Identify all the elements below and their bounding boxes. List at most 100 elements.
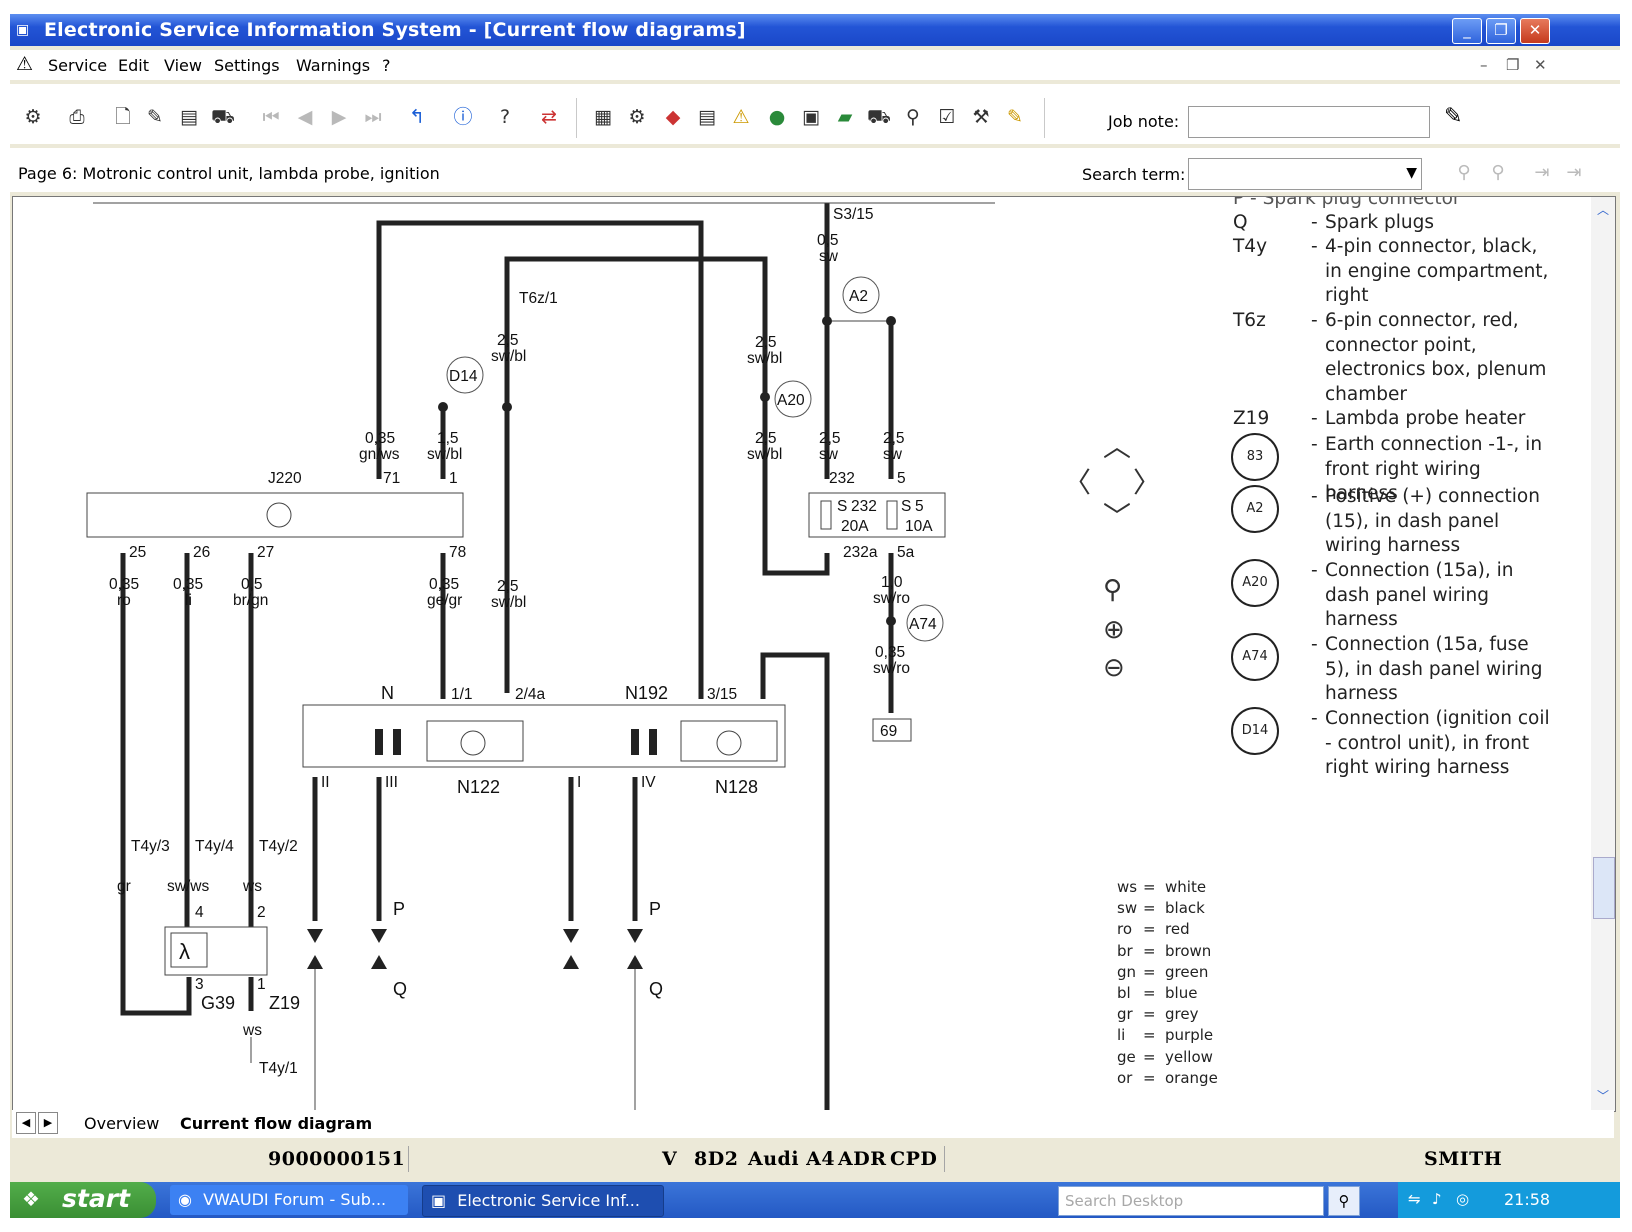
chevron-down-icon[interactable]: ▼ bbox=[1406, 165, 1417, 181]
tools-icon[interactable]: ⚒ bbox=[972, 106, 990, 128]
legend-code: Q bbox=[1233, 212, 1248, 233]
legend-desc: Earth connection -1-, in front right wir… bbox=[1325, 434, 1543, 504]
wire-t6z-loop bbox=[504, 256, 768, 693]
search-next-icon[interactable]: ⚲ bbox=[1491, 162, 1505, 183]
insert-next-icon[interactable]: ⇥ bbox=[1566, 162, 1582, 183]
legend-circle-code: A2 bbox=[1231, 485, 1279, 533]
scroll-up-icon[interactable]: ︿ bbox=[1596, 203, 1609, 217]
job-note-input[interactable] bbox=[1188, 106, 1430, 138]
legend-desc: Connection (ignition coil - control unit… bbox=[1325, 708, 1550, 778]
car-icon[interactable]: ⛟ bbox=[211, 106, 235, 128]
volume-icon[interactable]: ♪ bbox=[1432, 1190, 1442, 1208]
marker-label: A20 bbox=[777, 392, 805, 409]
help-icon[interactable]: ? bbox=[499, 106, 511, 128]
tab-next-icon[interactable]: ▶ bbox=[38, 1112, 58, 1134]
menu-edit[interactable]: Edit bbox=[118, 56, 149, 75]
mdi-restore-icon[interactable]: ❐ bbox=[1506, 56, 1520, 74]
vehicle-side-icon[interactable]: ⛟ bbox=[867, 106, 891, 128]
warning-toolbar-icon[interactable]: ⚠ bbox=[732, 106, 750, 128]
pin-label: 3/15 bbox=[707, 686, 737, 703]
status-gearbox: CPD bbox=[890, 1148, 938, 1170]
app-icon: ▣ bbox=[431, 1191, 447, 1210]
pin-label: 5a bbox=[897, 544, 915, 561]
pin-label: 1 bbox=[449, 470, 458, 487]
pan-left-icon[interactable]: 〈 bbox=[1063, 466, 1092, 499]
job-note-edit-icon[interactable]: ✎ bbox=[1444, 104, 1463, 129]
menu-view[interactable]: View bbox=[164, 56, 202, 75]
zoom-out-icon[interactable]: ⊖ bbox=[1103, 653, 1125, 683]
tab-overview[interactable]: Overview bbox=[84, 1114, 160, 1133]
manual-icon[interactable]: ◆ bbox=[665, 106, 681, 128]
menu-settings[interactable]: Settings bbox=[214, 56, 280, 75]
document-list-icon[interactable]: ▤ bbox=[180, 106, 198, 128]
restore-button[interactable]: ❐ bbox=[1486, 18, 1516, 44]
print-icon[interactable]: ⎙ bbox=[69, 106, 85, 128]
color-key: ws=white sw=black ro=red br=brown gn=gre… bbox=[1117, 877, 1218, 1089]
wire-size: 0,35 bbox=[429, 576, 459, 593]
menu-warnings[interactable]: Warnings bbox=[296, 56, 371, 75]
vertical-scrollbar[interactable]: ︿ ﹀ bbox=[1591, 197, 1615, 1111]
info-icon[interactable]: ⓘ bbox=[453, 106, 473, 128]
title-bar[interactable]: ▣ Electronic Service Information System … bbox=[10, 14, 1620, 46]
pan-right-icon[interactable]: 〉 bbox=[1133, 466, 1162, 499]
color-key-row: li=purple bbox=[1117, 1026, 1214, 1045]
scroll-down-icon[interactable]: ﹀ bbox=[1596, 1089, 1609, 1103]
table-icon[interactable]: ▤ bbox=[698, 106, 716, 128]
pan-down-icon[interactable]: ﹀ bbox=[1103, 500, 1132, 533]
desktop-search-input[interactable]: Search Desktop bbox=[1058, 1186, 1324, 1216]
component-p-label: P bbox=[649, 899, 661, 919]
tab-current-flow-diagram[interactable]: Current flow diagram bbox=[180, 1114, 373, 1133]
pan-up-icon[interactable]: ︿ bbox=[1103, 430, 1132, 463]
calculator-icon[interactable]: ▣ bbox=[802, 106, 820, 128]
last-page-icon[interactable]: ⏭ bbox=[364, 106, 382, 128]
zoom-fit-icon[interactable]: ⚲ bbox=[1103, 575, 1123, 605]
minimize-button[interactable]: _ bbox=[1452, 18, 1482, 44]
mdi-close-icon[interactable]: ✕ bbox=[1534, 56, 1547, 74]
engine-icon[interactable]: ⚙ bbox=[628, 106, 646, 128]
connector-label: T6z/1 bbox=[519, 290, 558, 307]
fuse-label: S bbox=[901, 498, 911, 515]
component-n122-label: N122 bbox=[457, 777, 500, 797]
start-button[interactable]: ❖ start bbox=[10, 1182, 156, 1218]
vehicle-icon[interactable]: ⚙ bbox=[24, 106, 42, 128]
wire-size: 0,35 bbox=[109, 576, 139, 593]
mdi-minimize-icon[interactable]: – bbox=[1480, 56, 1488, 74]
component-q-label: Q bbox=[393, 979, 407, 999]
back-icon[interactable]: ↰ bbox=[409, 106, 425, 128]
wire-color: li bbox=[185, 592, 192, 609]
next-page-icon[interactable]: ▶ bbox=[331, 106, 347, 128]
legend-code: T4y bbox=[1233, 236, 1268, 257]
close-button[interactable]: ✕ bbox=[1520, 18, 1550, 44]
first-page-icon[interactable]: ⏮ bbox=[262, 106, 280, 128]
tab-prev-icon[interactable]: ◀ bbox=[16, 1112, 36, 1134]
insert-icon[interactable]: ⇥ bbox=[1534, 162, 1550, 183]
color-key-row: br=brown bbox=[1117, 941, 1212, 960]
search-input[interactable]: ▼ bbox=[1188, 158, 1422, 190]
toolbar-separator bbox=[1044, 98, 1045, 138]
legend-desc: Connection (15a, fuse 5), in dash panel … bbox=[1325, 634, 1543, 704]
tray-app-icon[interactable]: ◎ bbox=[1456, 1190, 1470, 1208]
fuse-label: S bbox=[837, 498, 847, 515]
marker-label: A2 bbox=[849, 288, 868, 305]
new-document-icon[interactable]: 🗋 bbox=[115, 106, 131, 128]
menu-help[interactable]: ? bbox=[382, 56, 391, 75]
pin-label: 27 bbox=[257, 544, 274, 561]
menu-service[interactable]: Service bbox=[48, 56, 108, 75]
note-help-icon[interactable]: ✎ bbox=[1007, 106, 1023, 128]
checklist-icon[interactable]: ☑ bbox=[938, 106, 956, 128]
color-key-row: gr=grey bbox=[1117, 1005, 1199, 1024]
scroll-thumb[interactable] bbox=[1593, 857, 1615, 919]
zoom-in-icon[interactable]: ⊕ bbox=[1103, 615, 1125, 645]
components-icon[interactable]: ▦ bbox=[594, 106, 612, 128]
search-icon[interactable]: ⚲ bbox=[1328, 1186, 1360, 1216]
diagnosis-icon[interactable]: ⚲ bbox=[906, 106, 920, 128]
taskbar-item-browser[interactable]: ◉ VWAUDI Forum - Sub... bbox=[170, 1185, 408, 1215]
edit-document-icon[interactable]: ✎ bbox=[147, 106, 163, 128]
switch-icon[interactable]: ⇄ bbox=[541, 106, 557, 128]
search-icon[interactable]: ⚲ bbox=[1457, 162, 1471, 183]
taskbar-item-esis[interactable]: ▣ Electronic Service Inf... bbox=[422, 1185, 664, 1217]
globe-icon[interactable]: ● bbox=[768, 106, 786, 128]
book-icon[interactable]: ▰ bbox=[837, 106, 853, 128]
network-icon[interactable]: ⇋ bbox=[1408, 1190, 1421, 1208]
previous-page-icon[interactable]: ◀ bbox=[297, 106, 313, 128]
